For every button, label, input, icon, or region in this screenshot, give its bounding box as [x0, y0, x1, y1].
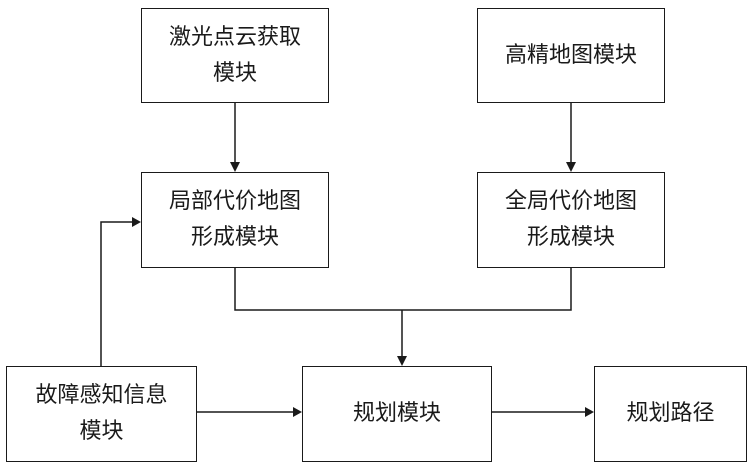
node-laser-label: 激光点云获取 模块	[168, 24, 301, 86]
node-fault-perception: 故障感知信息 模块	[6, 366, 197, 462]
edge-local-to-merge	[234, 268, 402, 311]
arrowhead-merge-to-planning	[397, 356, 407, 366]
arrowhead-fault-to-planning	[293, 407, 302, 417]
node-planning-label: 规划模块	[352, 401, 441, 426]
node-planned-path-label: 规划路径	[626, 401, 715, 426]
node-fault-perception-label: 故障感知信息 模块	[35, 383, 168, 444]
node-planned-path: 规划路径	[594, 366, 747, 462]
node-hd-map: 高精地图模块	[477, 8, 665, 103]
arrowhead-fault-to-local	[132, 217, 141, 227]
node-laser-point-cloud-acquisition: 激光点云获取 模块	[141, 8, 329, 103]
arrowhead-planning-to-path	[585, 407, 594, 417]
arrowhead-laser-to-local	[230, 162, 240, 172]
node-global-costmap-label: 全局代价地图 形成模块	[504, 189, 637, 250]
arrowhead-hdmap-to-global	[566, 162, 576, 172]
node-global-costmap: 全局代价地图 形成模块	[477, 172, 665, 268]
node-planning: 规划模块	[302, 366, 492, 462]
edge-global-to-merge	[402, 268, 572, 311]
node-local-costmap: 局部代价地图 形成模块	[141, 172, 329, 268]
node-hd-map-label: 高精地图模块	[504, 42, 637, 68]
edge-fault-to-local	[100, 221, 134, 366]
node-local-costmap-label: 局部代价地图 形成模块	[168, 189, 301, 250]
